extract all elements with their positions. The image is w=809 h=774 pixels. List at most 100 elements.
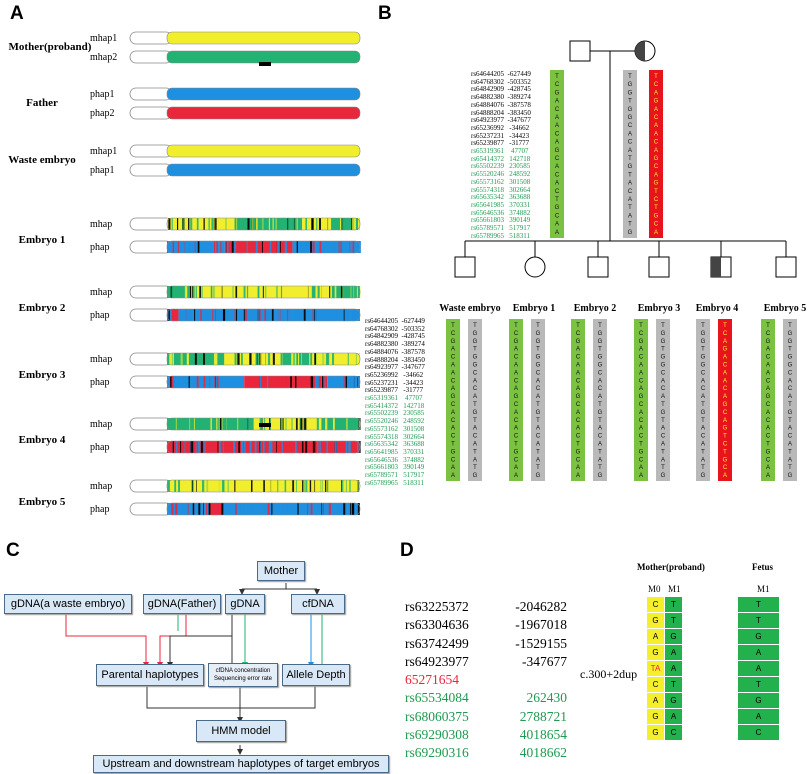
hap-stripe [207,480,209,492]
seq-base: A [654,230,658,236]
seq-base: T [723,449,727,455]
snp-row: 65271654 [405,671,570,689]
hap-stripe [209,376,211,388]
hap-stripe [276,441,277,453]
seq-base: G [473,363,478,369]
seq-base: G [639,394,644,400]
seq-base: A [576,426,580,432]
hap-stripe [326,441,329,453]
hap-stripe [298,241,301,253]
result-box: Upstream and downstream haplotypes of ta… [93,755,389,773]
hap-stripe [195,353,197,365]
hap-stripe [317,441,318,453]
hap-stripe [220,241,222,253]
hap-stripe [216,241,218,253]
hap-segment [331,286,360,298]
mother-proband-header: Mother(proband) [637,562,705,572]
hap-stripe [175,480,177,492]
hap-stripe [297,309,298,321]
seq-base: G [701,355,706,361]
hap-stripe [263,480,265,492]
seq-base: G [701,339,706,345]
seq-base: G [536,339,541,345]
embryo-snp-list-top: rs64644205 -627449 rs64768302 -503352 rs… [365,317,425,395]
hap-stripe [298,309,300,321]
hap-stripe [352,218,354,230]
hap-stripe [292,218,294,230]
hap-stripe [352,503,355,515]
seq-base: C [473,386,478,392]
hap-stripe [311,218,314,230]
seq-base: C [555,107,560,113]
hap-stripe [172,418,175,430]
hap-stripe [192,286,194,298]
seq-column [656,319,670,481]
hap-stripe [203,218,205,230]
seq-base: T [701,402,705,408]
hap-stripe [218,441,220,453]
hap-label: mhap [90,219,112,230]
hap-stripe [172,241,175,253]
hap-stripe [358,218,360,230]
seq-base: G [514,339,519,345]
seq-base: T [536,402,540,408]
seq-base: C [555,213,560,219]
seq-base: C [723,386,728,392]
hap-stripe [297,353,300,365]
hap-stripe [195,376,197,388]
hap-label: mhap2 [90,52,117,63]
seq-base: A [628,148,632,154]
hap-stripe [167,241,170,253]
hap-stripe [348,503,350,515]
hap-stripe [349,480,351,492]
snp-row: rs63304636-1967018 [405,616,570,634]
hap-stripe [345,441,348,453]
seq-base: C [788,386,793,392]
hap-stripe [265,503,267,515]
hap-stripe [352,353,354,365]
hap-stripe [171,418,173,430]
hap-stripe [353,286,356,298]
m0-header: M0 [648,584,661,594]
seq-base: A [473,394,477,400]
hap-stripe [290,418,292,430]
seq-base: A [639,347,643,353]
hap-stripe [291,353,294,365]
hap-stripe [320,480,322,492]
hap-stripe [316,418,319,430]
hap-stripe [275,286,277,298]
panel-a-label: A [10,3,24,24]
seq-base: G [661,363,666,369]
hap-stripe [342,480,344,492]
seq-base: C [701,370,706,376]
seq-base: G [723,457,728,463]
hap-stripe [288,353,290,365]
snp-position: 4018654 [519,727,567,743]
hap-stripe [212,309,214,321]
seq-base: A [536,442,540,448]
seq-base: G [723,347,728,353]
hap-stripe [328,503,331,515]
seq-base: A [555,222,559,228]
hap-label: phap [90,504,109,515]
hap-stripe [258,309,261,321]
hap-bar [166,50,361,64]
hap-stripe [210,286,213,298]
seq-base: C [628,123,633,129]
seq-base: G [654,156,659,162]
hap-stripe [348,441,351,453]
hap-stripe [200,309,202,321]
hap-stripe [344,353,347,365]
seq-base: C [639,355,644,361]
hap-stripe [317,286,320,298]
seq-base: C [555,172,560,178]
hap-bar [166,144,361,158]
seq-base: G [654,99,659,105]
hap-stripe [235,309,238,321]
seq-base: A [766,370,770,376]
seq-base: T [451,323,455,329]
hap-stripe [265,286,267,298]
